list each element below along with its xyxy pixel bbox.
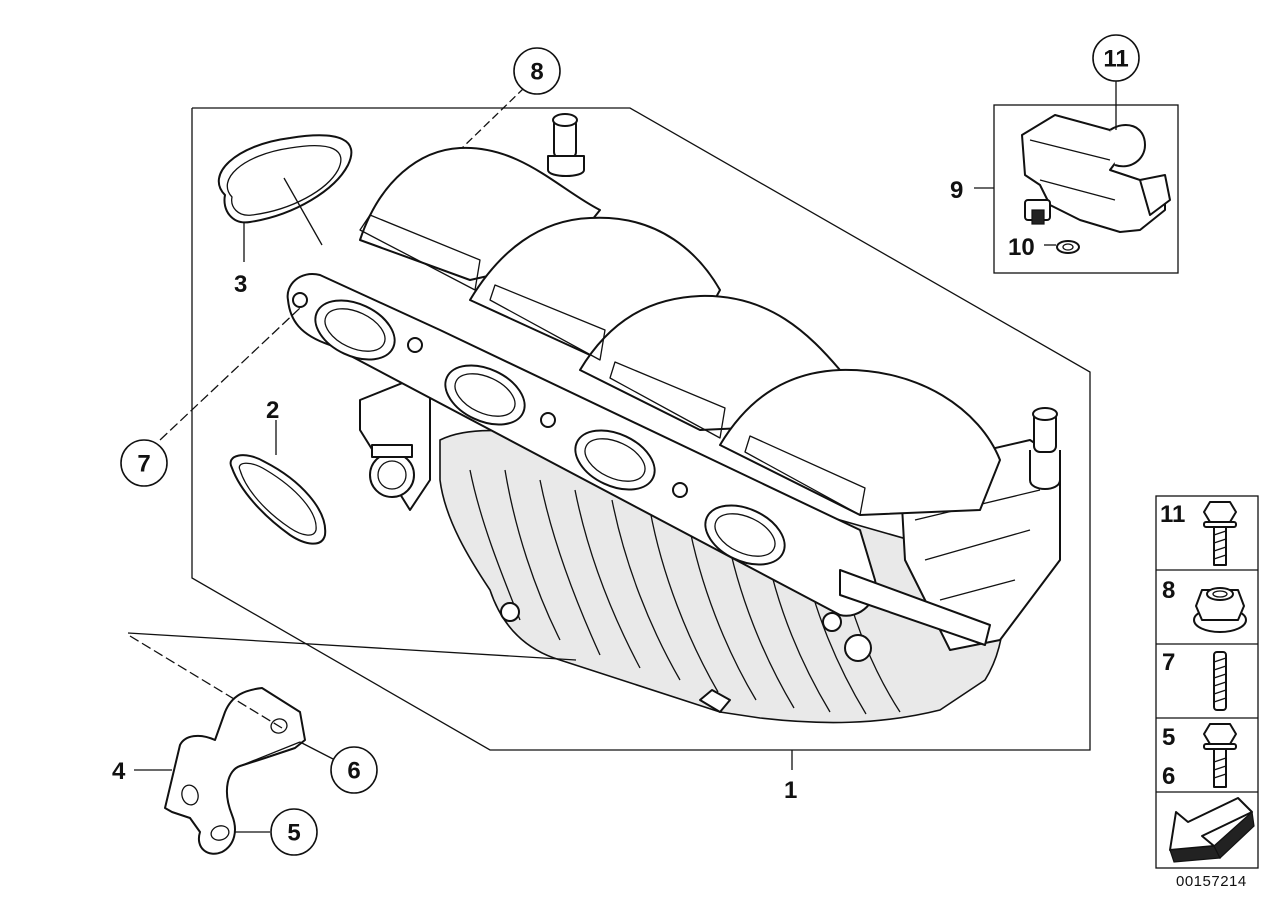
callout-5-label: 5 [287, 820, 300, 847]
hex-flange-nut-icon [1193, 587, 1247, 633]
callout-5: 5 [270, 808, 318, 856]
callout-6-label: 6 [347, 758, 360, 785]
callout-7: 7 [120, 439, 168, 487]
hardware-label-7: 7 [1162, 649, 1175, 676]
hardware-panel [1155, 495, 1259, 869]
direction-arrow-icon [1169, 797, 1255, 863]
sensor-inset-frame [993, 104, 1179, 274]
label-1: 1 [784, 777, 797, 804]
pressure-sensor-11 [1021, 114, 1171, 254]
callout-8-label: 8 [530, 59, 543, 86]
label-2: 2 [266, 397, 279, 424]
hardware-label-6: 6 [1162, 763, 1175, 790]
hardware-label-8: 8 [1162, 577, 1175, 604]
label-10: 10 [1008, 234, 1035, 261]
hardware-label-5: 5 [1162, 724, 1175, 751]
hardware-label-11: 11 [1160, 501, 1185, 528]
leader-lines [127, 80, 1117, 833]
callout-6: 6 [330, 746, 378, 794]
label-3: 3 [234, 271, 247, 298]
gasket-ring-2 [229, 454, 327, 545]
callout-7-label: 7 [137, 451, 150, 478]
callout-8: 8 [513, 47, 561, 95]
flange-bolt-icon [1203, 501, 1237, 566]
stud-icon [1213, 651, 1227, 711]
hex-bolt-icon [1203, 723, 1237, 788]
callout-11-label: 11 [1103, 46, 1128, 73]
label-4: 4 [112, 758, 126, 785]
bracket-4 [164, 687, 306, 855]
callout-11: 11 [1092, 34, 1140, 82]
document-number: 00157214 [1176, 873, 1247, 890]
assembly-frame [191, 107, 1091, 751]
intake-manifold [286, 113, 1061, 724]
label-9: 9 [950, 177, 963, 204]
